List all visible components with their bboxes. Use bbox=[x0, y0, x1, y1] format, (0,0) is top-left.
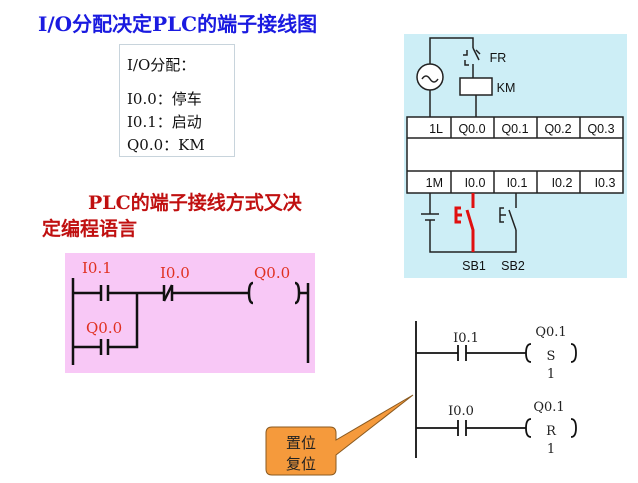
sb1-label: SB1 bbox=[462, 259, 486, 273]
contact-label: I0.0 bbox=[448, 404, 474, 419]
ladder-diagram-self-hold: I0.1 I0.0 Q0.0 Q0.0 bbox=[65, 253, 315, 373]
terminal-label: I0.3 bbox=[595, 176, 616, 190]
terminal-label: I0.2 bbox=[552, 176, 573, 190]
io-line: I0.0：停车 bbox=[127, 90, 202, 108]
contact-label: Q0.0 bbox=[86, 319, 122, 337]
note-line-2: 定编程语言 bbox=[42, 218, 138, 240]
contact-label: I0.1 bbox=[82, 259, 112, 277]
terminal-label: 1M bbox=[426, 176, 443, 190]
contact-label: I0.1 bbox=[453, 331, 479, 346]
slide-title: I/O分配决定PLC的端子接线图 bbox=[38, 12, 318, 36]
coil-type: R bbox=[546, 424, 557, 439]
callout-set-reset: 置位 复位 bbox=[265, 394, 414, 476]
terminal-label: Q0.3 bbox=[587, 122, 614, 136]
sb2-label: SB2 bbox=[501, 259, 525, 273]
reset-coil-icon bbox=[525, 418, 532, 438]
note-line-1: PLC的端子接线方式又决 bbox=[88, 192, 302, 214]
plc-wiring-diagram: 1L Q0.0 Q0.1 Q0.2 Q0.3 1M I0.0 I0.1 I0.2… bbox=[404, 34, 627, 278]
terminal-label: 1L bbox=[429, 122, 443, 136]
terminal-label: Q0.2 bbox=[544, 122, 571, 136]
coil-label: Q0.0 bbox=[254, 264, 290, 282]
km-label: KM bbox=[497, 81, 516, 95]
io-assignment-box bbox=[119, 44, 235, 157]
contact-label: I0.0 bbox=[160, 264, 190, 282]
ac-source-icon bbox=[416, 63, 444, 91]
terminal-label: I0.0 bbox=[465, 176, 486, 190]
km-coil-icon bbox=[459, 77, 493, 96]
io-line: I0.1：启动 bbox=[127, 113, 202, 131]
terminal-label: Q0.0 bbox=[458, 122, 485, 136]
terminal-label: I0.1 bbox=[507, 176, 528, 190]
sb1-switch-icon bbox=[454, 193, 475, 252]
ladder-diagram-set-reset: I0.1 Q0.1 S 1 I0.0 Q0.1 R 1 bbox=[415, 321, 577, 458]
set-coil-icon bbox=[525, 343, 532, 363]
io-line: Q0.0：KM bbox=[127, 136, 205, 154]
coil-label: Q0.1 bbox=[535, 325, 566, 340]
fr-label: FR bbox=[490, 51, 507, 65]
coil-count: 1 bbox=[547, 442, 555, 457]
coil-icon bbox=[247, 281, 254, 305]
coil-count: 1 bbox=[547, 367, 555, 382]
coil-label: Q0.1 bbox=[533, 400, 564, 415]
callout-line-2: 复位 bbox=[286, 455, 316, 473]
coil-type: S bbox=[547, 349, 556, 364]
fr-contact-icon bbox=[463, 47, 481, 78]
terminal-label: Q0.1 bbox=[501, 122, 528, 136]
callout-line-1: 置位 bbox=[286, 434, 316, 452]
io-heading: I/O分配： bbox=[127, 56, 196, 74]
sb2-switch-icon bbox=[499, 193, 517, 231]
